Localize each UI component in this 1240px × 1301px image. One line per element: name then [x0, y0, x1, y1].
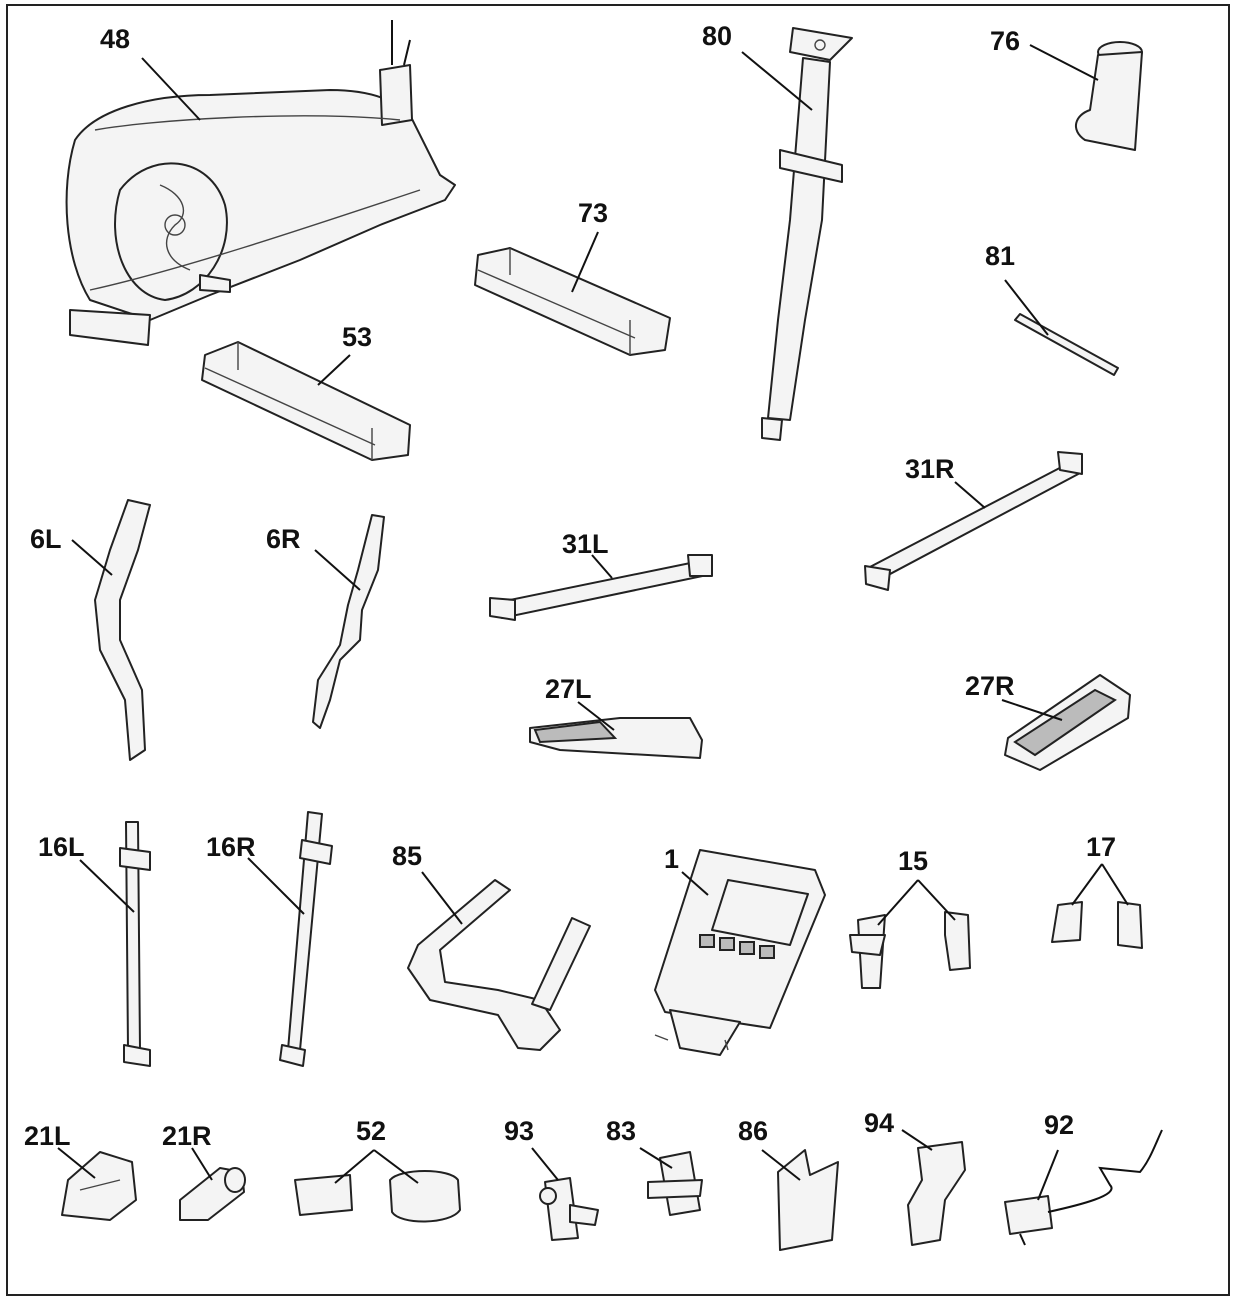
- part-27L: [529, 717, 703, 759]
- label-31R: 31R: [905, 454, 955, 484]
- part-83: [647, 1151, 703, 1216]
- part-53: [201, 341, 411, 461]
- part-6L: [94, 499, 151, 761]
- label-94: 94: [864, 1108, 894, 1138]
- diagram-frame: [6, 4, 1230, 1296]
- leader-27R: [1001, 699, 1063, 721]
- leader-15b: [917, 879, 956, 921]
- leader-81: [1004, 279, 1049, 336]
- leader-21L: [57, 1147, 96, 1179]
- label-48: 48: [100, 24, 130, 54]
- leader-86: [761, 1149, 801, 1181]
- label-6L: 6L: [30, 524, 62, 554]
- leader-93: [531, 1147, 559, 1181]
- label-31L: 31L: [562, 529, 609, 559]
- part-1: [654, 849, 826, 1056]
- label-27L: 27L: [545, 674, 592, 704]
- leader-6L: [71, 539, 113, 576]
- label-16L: 16L: [38, 832, 85, 862]
- label-86: 86: [738, 1116, 768, 1146]
- label-73: 73: [578, 198, 608, 228]
- part-86: [777, 1149, 839, 1251]
- label-80: 80: [702, 21, 732, 51]
- part-21R: [179, 1167, 246, 1221]
- label-27R: 27R: [965, 671, 1015, 701]
- label-83: 83: [606, 1116, 636, 1146]
- leader-83: [639, 1147, 673, 1169]
- part-17: [1051, 901, 1143, 949]
- leader-52b: [373, 1149, 419, 1184]
- label-15: 15: [898, 846, 928, 876]
- label-92: 92: [1044, 1110, 1074, 1140]
- label-52: 52: [356, 1116, 386, 1146]
- leader-17a: [1071, 863, 1103, 906]
- label-16R: 16R: [206, 832, 256, 862]
- label-85: 85: [392, 841, 422, 871]
- label-17: 17: [1086, 832, 1116, 862]
- part-94: [907, 1141, 966, 1246]
- label-81: 81: [985, 241, 1015, 271]
- part-31L: [489, 554, 713, 621]
- label-1: 1: [664, 844, 679, 874]
- leader-76: [1029, 44, 1099, 81]
- leader-31R: [954, 481, 986, 509]
- label-53: 53: [342, 322, 372, 352]
- part-6R: [312, 514, 385, 729]
- label-21R: 21R: [162, 1121, 212, 1151]
- leader-16R: [247, 857, 305, 915]
- label-93: 93: [504, 1116, 534, 1146]
- part-93: [539, 1177, 599, 1241]
- part-92: [1004, 1129, 1163, 1246]
- label-76: 76: [990, 26, 1020, 56]
- part-73: [474, 247, 671, 356]
- leader-27L: [577, 701, 615, 731]
- part-48: [65, 20, 456, 346]
- leader-48: [141, 57, 201, 121]
- leader-1: [681, 871, 709, 896]
- label-6R: 6R: [266, 524, 301, 554]
- leader-52a: [334, 1149, 375, 1184]
- part-31R: [864, 451, 1083, 591]
- leader-15a: [877, 879, 919, 926]
- leader-21R: [191, 1147, 213, 1181]
- part-52: [294, 1170, 461, 1223]
- leader-53: [317, 354, 351, 386]
- part-21L: [61, 1151, 137, 1221]
- leader-94: [901, 1129, 933, 1151]
- part-85: [407, 879, 591, 1051]
- part-81: [1014, 313, 1119, 376]
- leader-31L: [591, 554, 613, 579]
- part-16R: [279, 811, 333, 1067]
- part-15: [849, 911, 971, 989]
- label-21L: 21L: [24, 1121, 71, 1151]
- leader-16L: [79, 859, 135, 913]
- part-80: [761, 27, 853, 441]
- part-76: [1075, 41, 1143, 151]
- leader-80: [741, 51, 813, 111]
- leader-85: [421, 871, 463, 925]
- leader-6R: [314, 549, 361, 591]
- leader-92: [1037, 1149, 1059, 1201]
- part-27R: [1004, 674, 1131, 771]
- leader-73: [571, 231, 599, 293]
- leader-17b: [1101, 863, 1129, 906]
- part-16L: [119, 821, 151, 1067]
